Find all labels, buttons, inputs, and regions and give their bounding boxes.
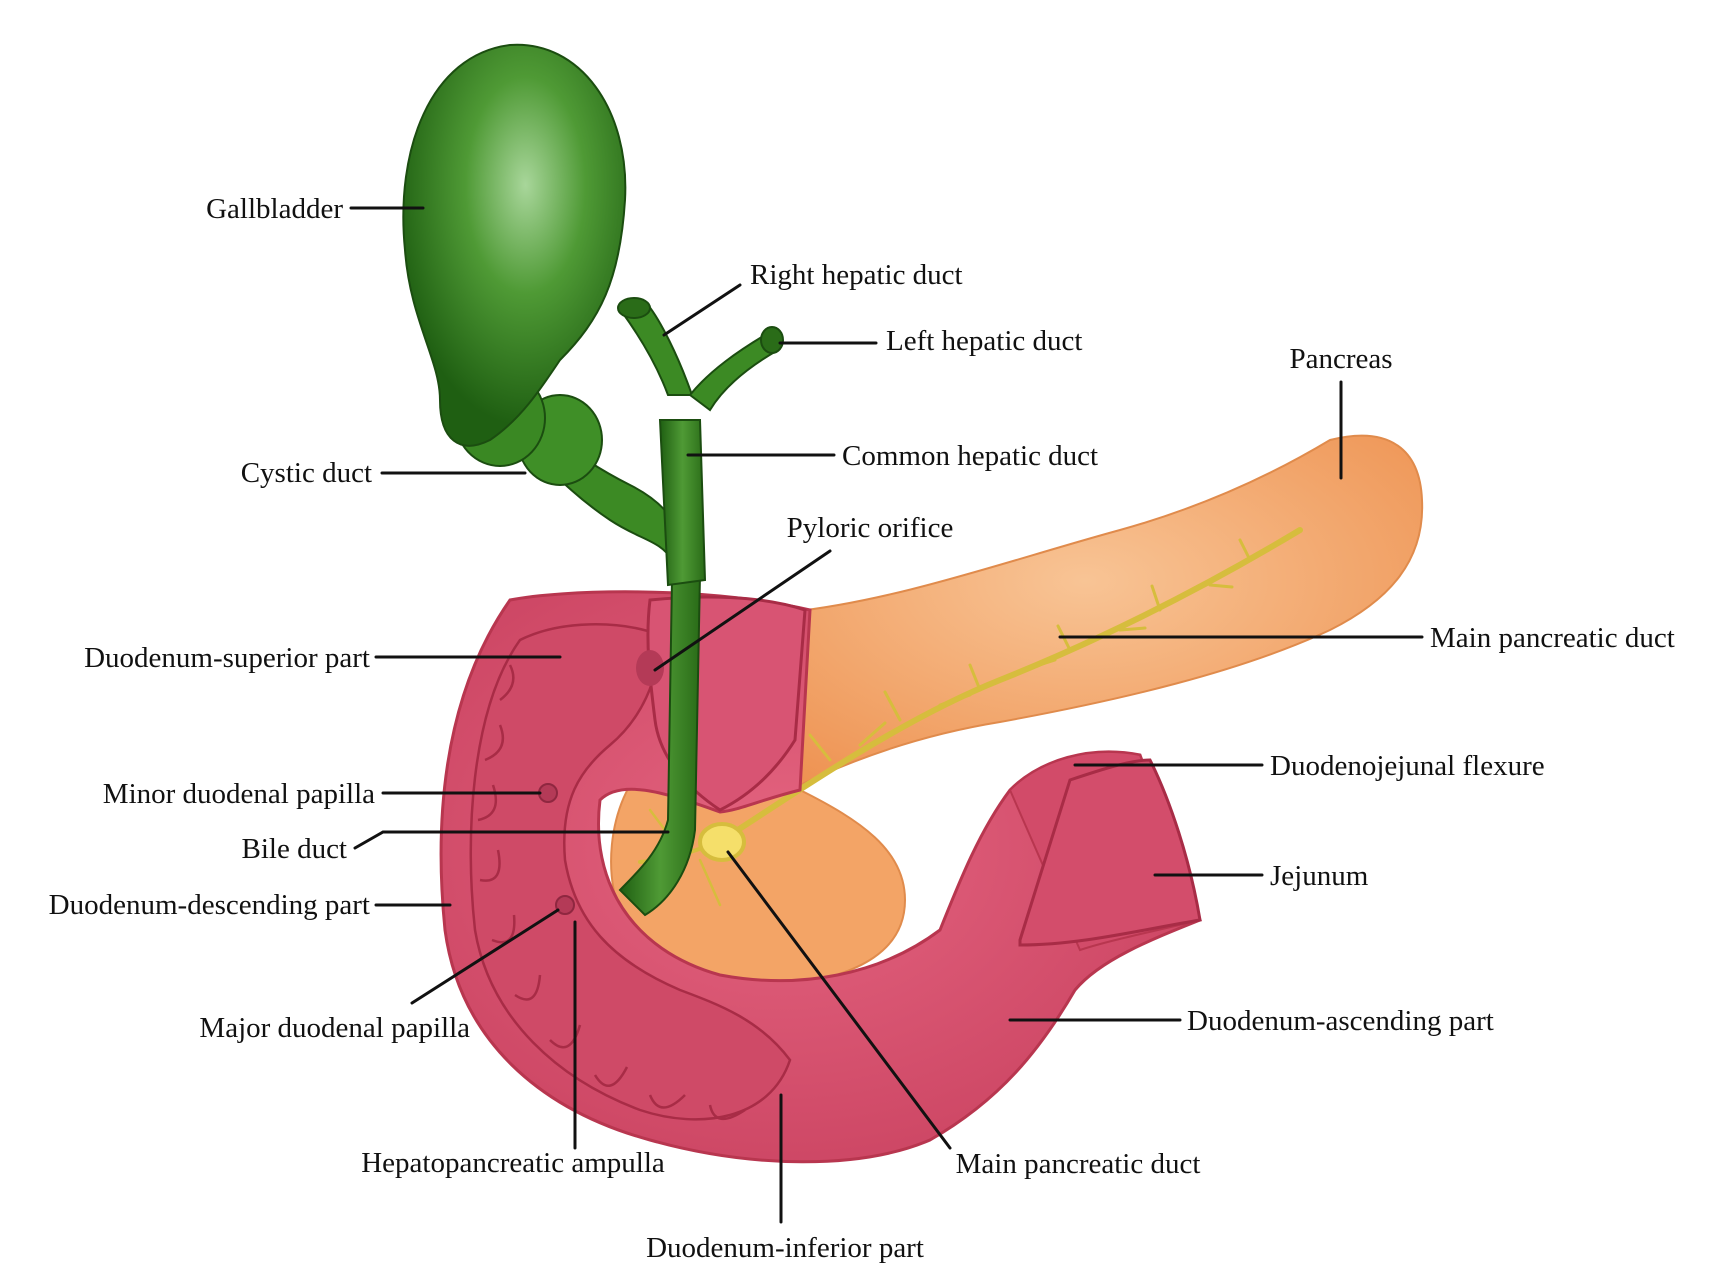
- label-duodenum-inferior-part: Duodenum-inferior part: [646, 1232, 924, 1264]
- leader-bile-duct: [353, 830, 670, 850]
- label-duodenum-ascending-part: Duodenum-ascending part: [1187, 1005, 1494, 1037]
- label-pancreas: Pancreas: [1289, 343, 1392, 375]
- label-duodenum-descending-part: Duodenum-descending part: [49, 889, 370, 921]
- leader-right-hepatic: [662, 283, 742, 337]
- leader-pyloric: [653, 549, 832, 672]
- ampulla-shape: [698, 822, 746, 862]
- label-main-pancreatic-duct-bottom: Main pancreatic duct: [956, 1148, 1201, 1180]
- label-pyloric-orifice: Pyloric orifice: [787, 512, 954, 544]
- leader-lines: [349, 206, 1424, 1224]
- label-gallbladder: Gallbladder: [206, 193, 343, 225]
- label-cystic-duct: Cystic duct: [241, 457, 372, 489]
- leader-main-pancreatic-bottom: [726, 850, 952, 1150]
- label-major-duodenal-papilla: Major duodenal papilla: [199, 1012, 470, 1044]
- label-common-hepatic-duct: Common hepatic duct: [842, 440, 1098, 472]
- label-right-hepatic-duct: Right hepatic duct: [750, 259, 963, 291]
- label-minor-duodenal-papilla: Minor duodenal papilla: [103, 778, 375, 810]
- label-jejunum: Jejunum: [1270, 860, 1369, 892]
- label-hepatopancreatic-ampulla: Hepatopancreatic ampulla: [361, 1147, 665, 1179]
- label-main-pancreatic-duct-right: Main pancreatic duct: [1430, 622, 1675, 654]
- biliary-ducts-shape: [454, 297, 784, 917]
- label-left-hepatic-duct: Left hepatic duct: [886, 325, 1082, 357]
- label-duodenum-superior-part: Duodenum-superior part: [84, 642, 370, 674]
- leader-major-papilla: [410, 908, 560, 1005]
- gallbladder-shape: [402, 43, 627, 447]
- labels: Gallbladder Right hepatic duct Left hepa…: [49, 193, 1675, 1264]
- label-bile-duct: Bile duct: [241, 833, 347, 865]
- label-duodenojejunal-flexure: Duodenojejunal flexure: [1270, 750, 1545, 782]
